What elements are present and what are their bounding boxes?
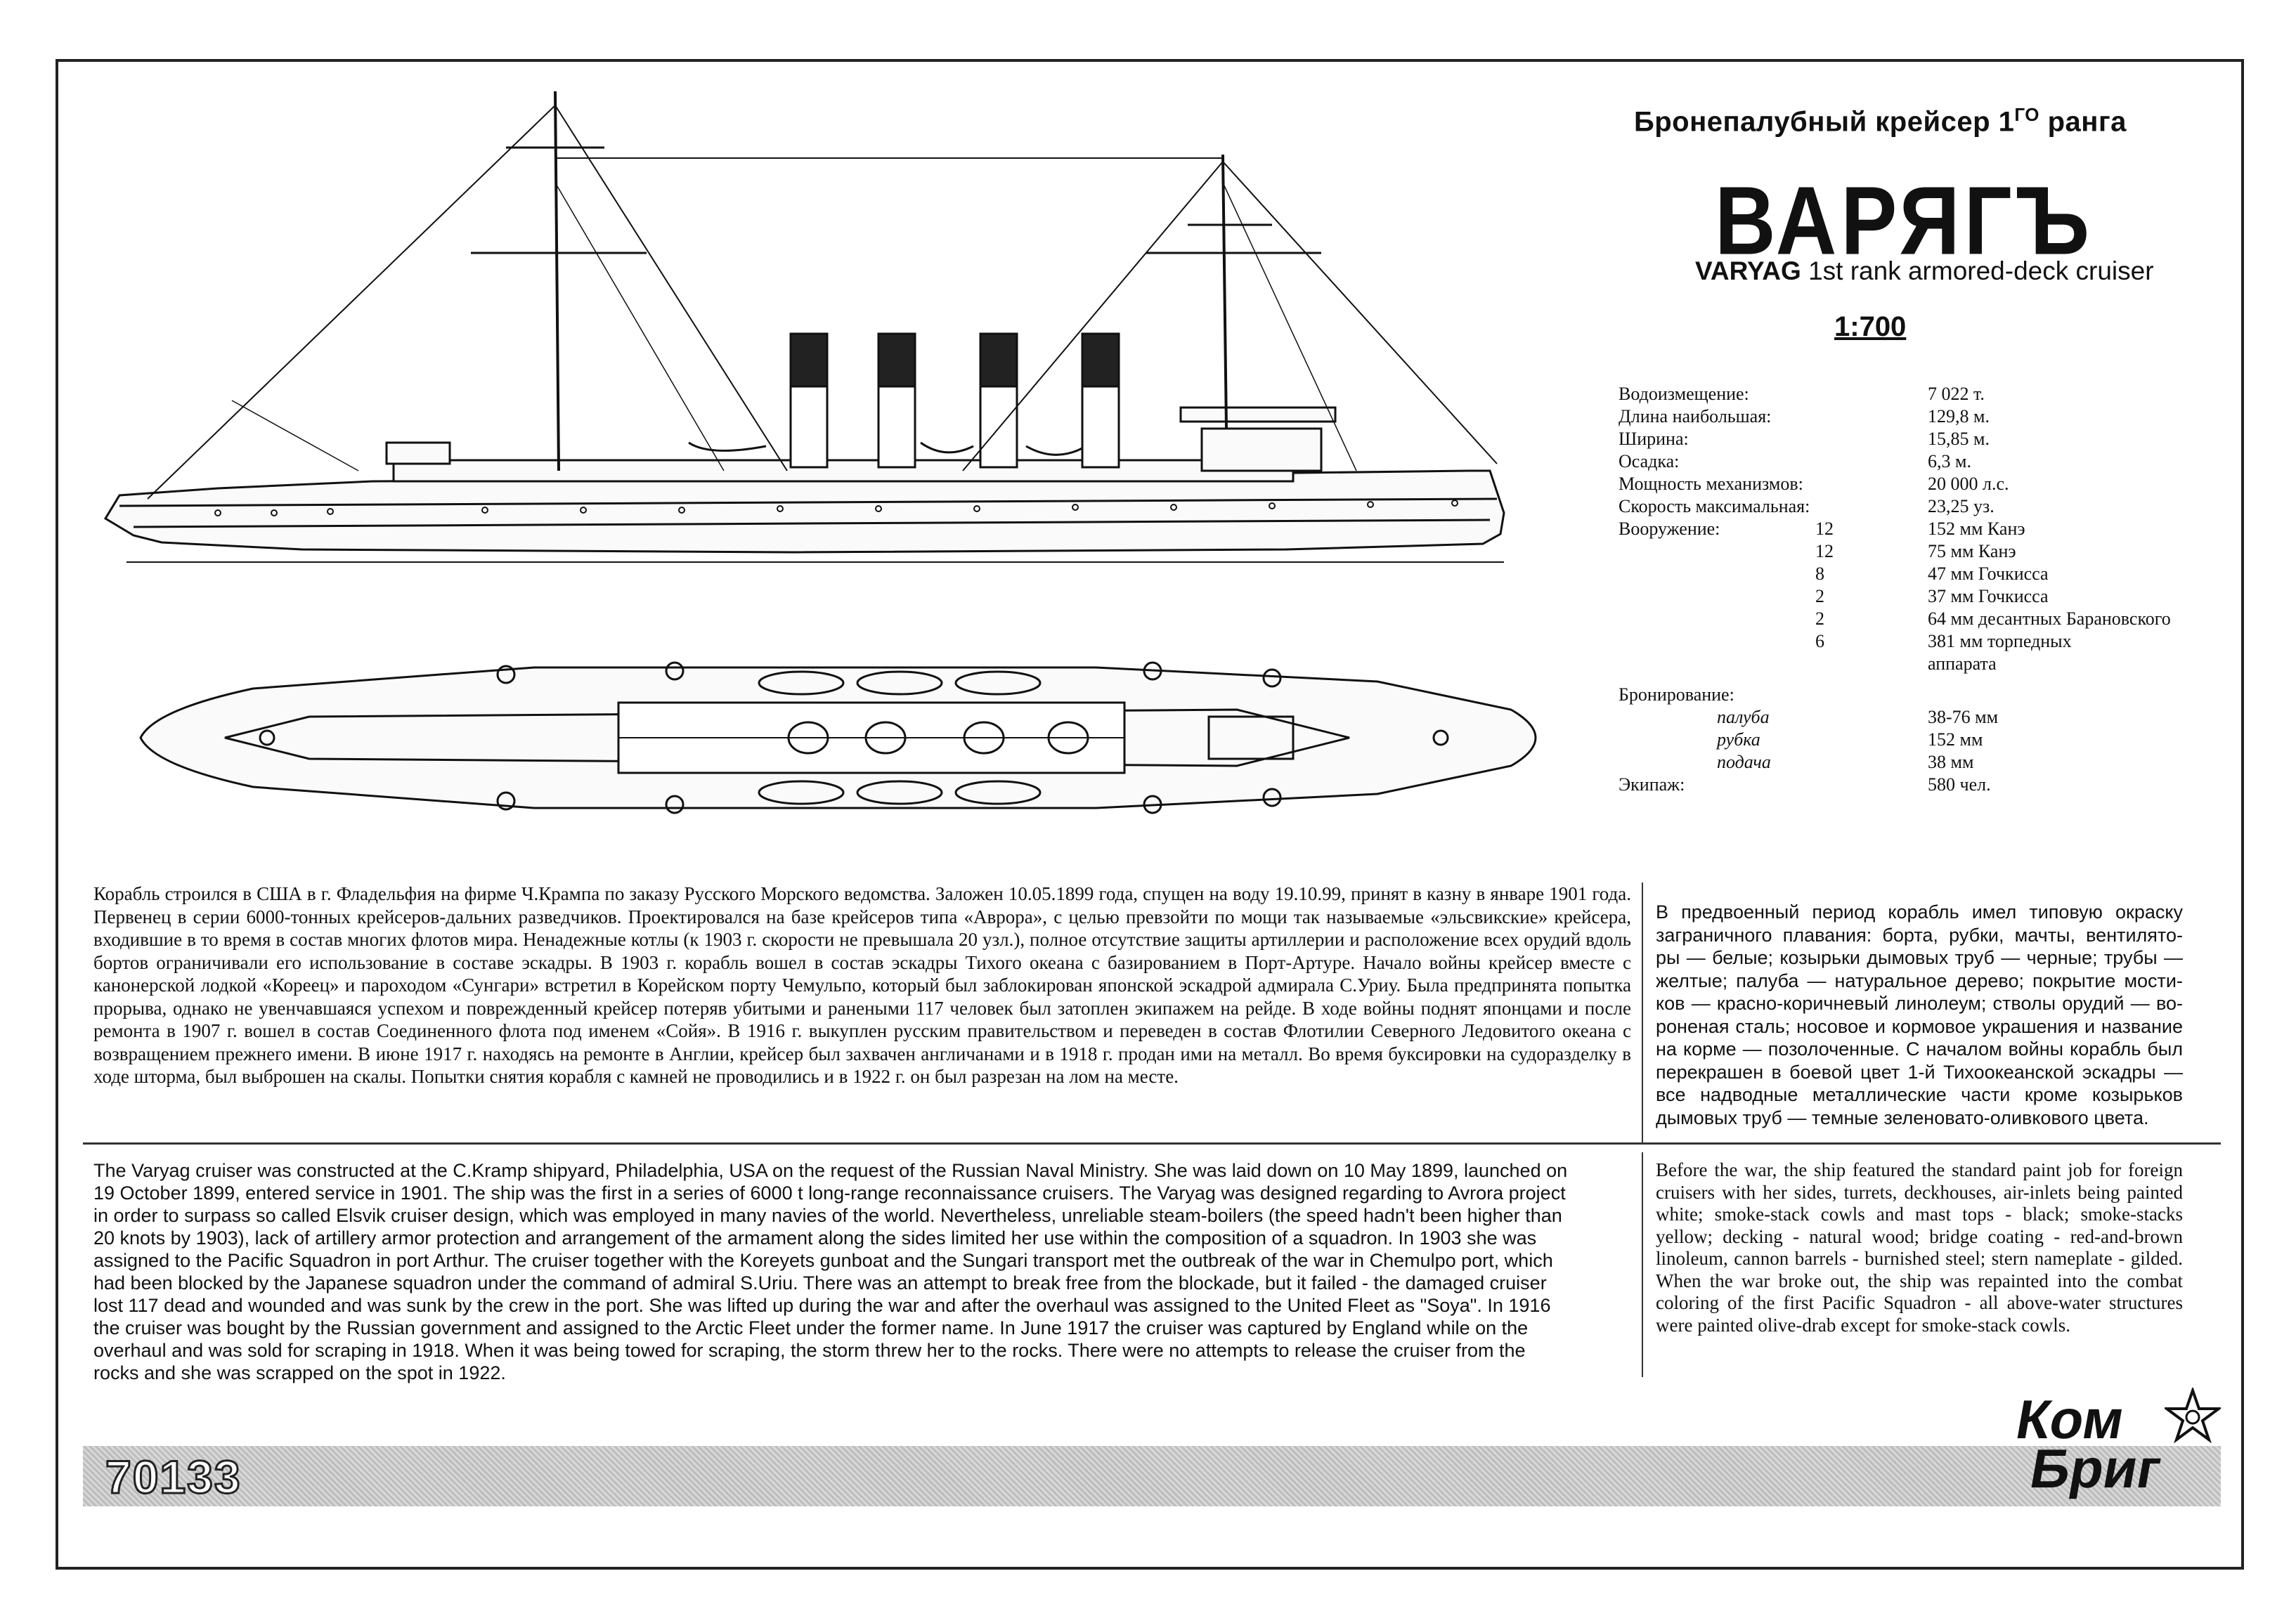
armor-row: палуба 38-76 мм bbox=[1619, 706, 2171, 729]
spec-value: 15,85 м. bbox=[1928, 429, 1990, 449]
armor-key: подача bbox=[1717, 752, 1771, 772]
spec-quantity: 12 bbox=[1815, 541, 1834, 561]
spec-quantity: 2 bbox=[1815, 608, 1824, 629]
spec-row: 12 75 мм Канэ bbox=[1619, 540, 2171, 563]
spec-key: Скорость максимальная: bbox=[1619, 496, 1810, 516]
spec-quantity bbox=[1815, 428, 1928, 450]
armor-label: Бронирование: bbox=[1619, 684, 1734, 705]
kit-number: 70133 bbox=[105, 1450, 242, 1504]
spec-value: аппарата bbox=[1928, 653, 1997, 674]
armor-row: рубка 152 мм bbox=[1619, 729, 2171, 751]
ship-side-profile-drawing bbox=[103, 91, 1505, 563]
spec-spacer bbox=[1619, 675, 2171, 684]
crew-value: 580 чел. bbox=[1928, 774, 1991, 795]
spec-quantity bbox=[1815, 473, 1928, 495]
armor-row: подача 38 мм bbox=[1619, 751, 2171, 774]
spec-key bbox=[1619, 563, 1815, 585]
spec-value: 75 мм Канэ bbox=[1928, 541, 2016, 561]
scale-label: 1:700 bbox=[1834, 311, 1907, 342]
spec-row: Водоизмещение: 7 022 т. bbox=[1619, 383, 2171, 405]
kombrig-logo: Ком Бриг bbox=[2011, 1388, 2228, 1521]
spec-key bbox=[1619, 540, 1815, 563]
spec-row: Бронирование: bbox=[1619, 684, 2171, 706]
spec-value: 23,25 уз. bbox=[1928, 496, 1995, 516]
spec-key: Водоизмещение: bbox=[1619, 384, 1749, 404]
spec-quantity bbox=[1815, 495, 1928, 518]
crew-label: Экипаж: bbox=[1619, 774, 1685, 795]
spec-quantity: 8 bbox=[1815, 563, 1824, 584]
spec-key bbox=[1619, 585, 1815, 608]
page-frame bbox=[56, 59, 2244, 1570]
spec-key bbox=[1619, 630, 1815, 653]
paint-scheme-text-english: Before the war, the ship featured the st… bbox=[1656, 1159, 2183, 1336]
crew-quantity bbox=[1815, 774, 1928, 796]
history-text-english: The Varyag cruiser was constructed at th… bbox=[93, 1160, 1568, 1383]
specifications-table: Водоизмещение: 7 022 т. Длина наибольшая: 1… bbox=[1619, 383, 2171, 796]
spec-key bbox=[1619, 608, 1815, 630]
spec-key bbox=[1619, 653, 1815, 675]
spec-value: 152 мм Канэ bbox=[1928, 519, 2025, 539]
spec-quantity bbox=[1815, 405, 1928, 428]
spec-key: Вооружение: bbox=[1619, 519, 1720, 539]
armor-key: рубка bbox=[1717, 729, 1760, 750]
star-icon bbox=[2165, 1388, 2221, 1444]
spec-row: Длина наибольшая: 129,8 м. bbox=[1619, 405, 2171, 428]
armor-value: 38 мм bbox=[1928, 752, 1974, 772]
spec-quantity bbox=[1815, 653, 1928, 675]
spec-quantity: 12 bbox=[1815, 519, 1834, 539]
crew-row: Экипаж: 580 чел. bbox=[1619, 774, 2171, 796]
spec-row: Мощность механизмов: 20 000 л.с. bbox=[1619, 473, 2171, 495]
spec-key: Мощность механизмов: bbox=[1619, 474, 1803, 494]
spec-quantity: 6 bbox=[1815, 631, 1824, 651]
spec-key: Длина наибольшая: bbox=[1619, 406, 1772, 426]
title-russian: Бронепалубный крейсер 1ГО ранга bbox=[1634, 104, 2127, 138]
spec-value: 6,3 м. bbox=[1928, 451, 1971, 471]
spec-row: Осадка: 6,3 м. bbox=[1619, 450, 2171, 473]
column-divider bbox=[1642, 882, 1643, 1142]
spec-row: Ширина: 15,85 м. bbox=[1619, 428, 2171, 450]
armor-value: 38-76 мм bbox=[1928, 707, 1999, 727]
history-text-russian: Корабль строился в США в г. Фладельфия н… bbox=[93, 883, 1631, 1087]
spec-value: 47 мм Гочкисса bbox=[1928, 563, 2049, 584]
spec-key: Ширина: bbox=[1619, 429, 1689, 449]
spec-row: Вооружение: 12 152 мм Канэ bbox=[1619, 518, 2171, 540]
spec-row: 8 47 мм Гочкисса bbox=[1619, 563, 2171, 585]
spec-row: 2 64 мм десантных Барановского bbox=[1619, 608, 2171, 630]
armor-value: 152 мм bbox=[1928, 729, 1983, 750]
spec-value: 381 мм торпедных bbox=[1928, 631, 2072, 651]
column-divider bbox=[1642, 1152, 1643, 1377]
spec-value: 37 мм Гочкисса bbox=[1928, 586, 2049, 606]
ship-name: ВАРЯГЪ bbox=[1715, 167, 2094, 275]
spec-value: 64 мм десантных Барановского bbox=[1928, 608, 2171, 629]
subtitle-english: VARYAG 1st rank armored-deck cruiser bbox=[1695, 256, 2154, 285]
spec-row: 6 381 мм торпедных bbox=[1619, 630, 2171, 653]
spec-quantity: 2 bbox=[1815, 586, 1824, 606]
spec-value: 20 000 л.с. bbox=[1928, 474, 2009, 494]
spec-key: Осадка: bbox=[1619, 451, 1680, 471]
spec-row: аппарата bbox=[1619, 653, 2171, 675]
spec-quantity bbox=[1815, 450, 1928, 473]
spec-quantity bbox=[1815, 383, 1928, 405]
spec-value: 129,8 м. bbox=[1928, 406, 1990, 426]
section-divider bbox=[83, 1142, 2221, 1145]
spec-row: Скорость максимальная: 23,25 уз. bbox=[1619, 495, 2171, 518]
paint-scheme-text-russian: В предвоенный период корабль имел типову… bbox=[1656, 901, 2183, 1128]
footer-band bbox=[83, 1446, 2221, 1506]
logo-line-2: Бриг bbox=[2025, 1438, 2167, 1499]
spec-row: 2 37 мм Гочкисса bbox=[1619, 585, 2171, 608]
ship-deck-plan-drawing bbox=[139, 661, 1537, 814]
armor-key: палуба bbox=[1717, 707, 1770, 727]
spec-value: 7 022 т. bbox=[1928, 384, 1985, 404]
